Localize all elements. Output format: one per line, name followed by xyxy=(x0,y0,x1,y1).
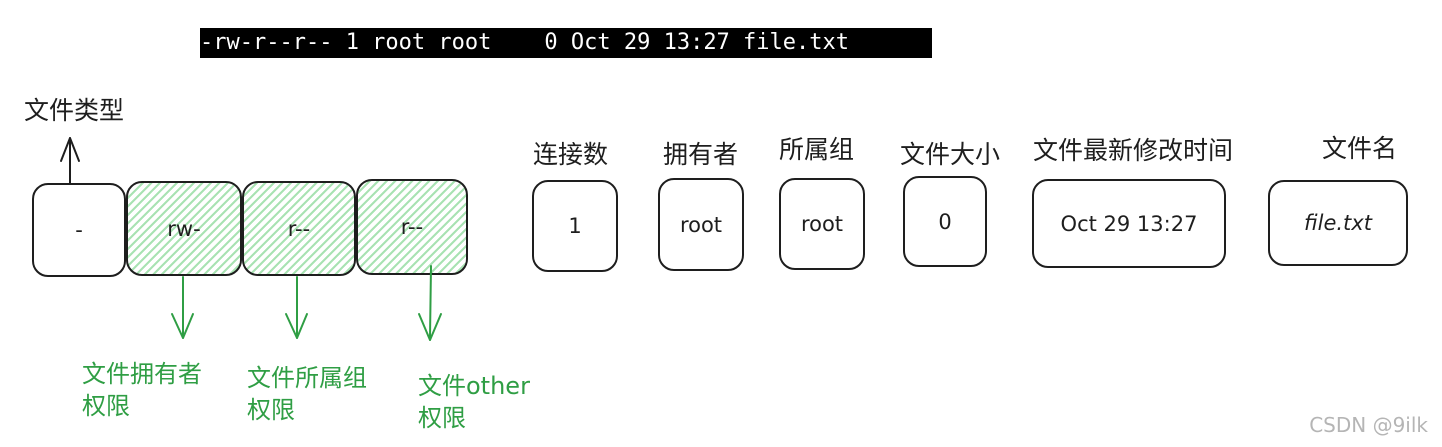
mtime-value-box: Oct 29 13:27 xyxy=(1032,179,1226,268)
group-permission-caption: 文件所属组 权限 xyxy=(247,362,367,427)
links-label: 连接数 xyxy=(533,140,609,169)
owner-permission-arrow xyxy=(171,276,194,339)
owner-permission-caption: 文件拥有者 权限 xyxy=(82,358,202,423)
file-type-label: 文件类型 xyxy=(24,96,125,125)
filename-label: 文件名 xyxy=(1322,134,1398,163)
group-permission-arrow xyxy=(285,276,308,339)
owner-permission-caption-line2: 权限 xyxy=(82,392,130,421)
other-permission-caption: 文件other 权限 xyxy=(418,370,530,435)
group-label: 所属组 xyxy=(779,135,855,164)
other-permission-caption-line2: 权限 xyxy=(418,404,466,433)
group-value-box: root xyxy=(779,178,865,270)
file-type-arrow xyxy=(60,137,80,184)
filename-value-box: file.txt xyxy=(1268,180,1408,266)
other-permission-cell: r-- xyxy=(356,179,468,275)
group-permission-caption-line1: 文件所属组 xyxy=(247,364,367,392)
owner-permission-cell: rw- xyxy=(126,181,242,276)
owner-permission-caption-line1: 文件拥有者 xyxy=(82,360,202,388)
owner-value-box: root xyxy=(658,178,744,271)
file-type-cell: - xyxy=(32,183,126,277)
other-permission-arrow xyxy=(418,265,442,341)
size-value-box: 0 xyxy=(903,176,987,267)
other-permission-caption-line1: 文件other xyxy=(418,372,530,400)
owner-label: 拥有者 xyxy=(663,140,739,169)
watermark: CSDN @9ilk xyxy=(1309,413,1428,437)
mtime-label: 文件最新修改时间 xyxy=(1033,136,1234,165)
group-permission-cell: r-- xyxy=(242,181,356,276)
terminal-ls-output: -rw-r--r-- 1 root root 0 Oct 29 13:27 fi… xyxy=(200,28,932,58)
links-value-box: 1 xyxy=(532,180,618,272)
size-label: 文件大小 xyxy=(900,140,1001,169)
group-permission-caption-line2: 权限 xyxy=(247,396,295,425)
